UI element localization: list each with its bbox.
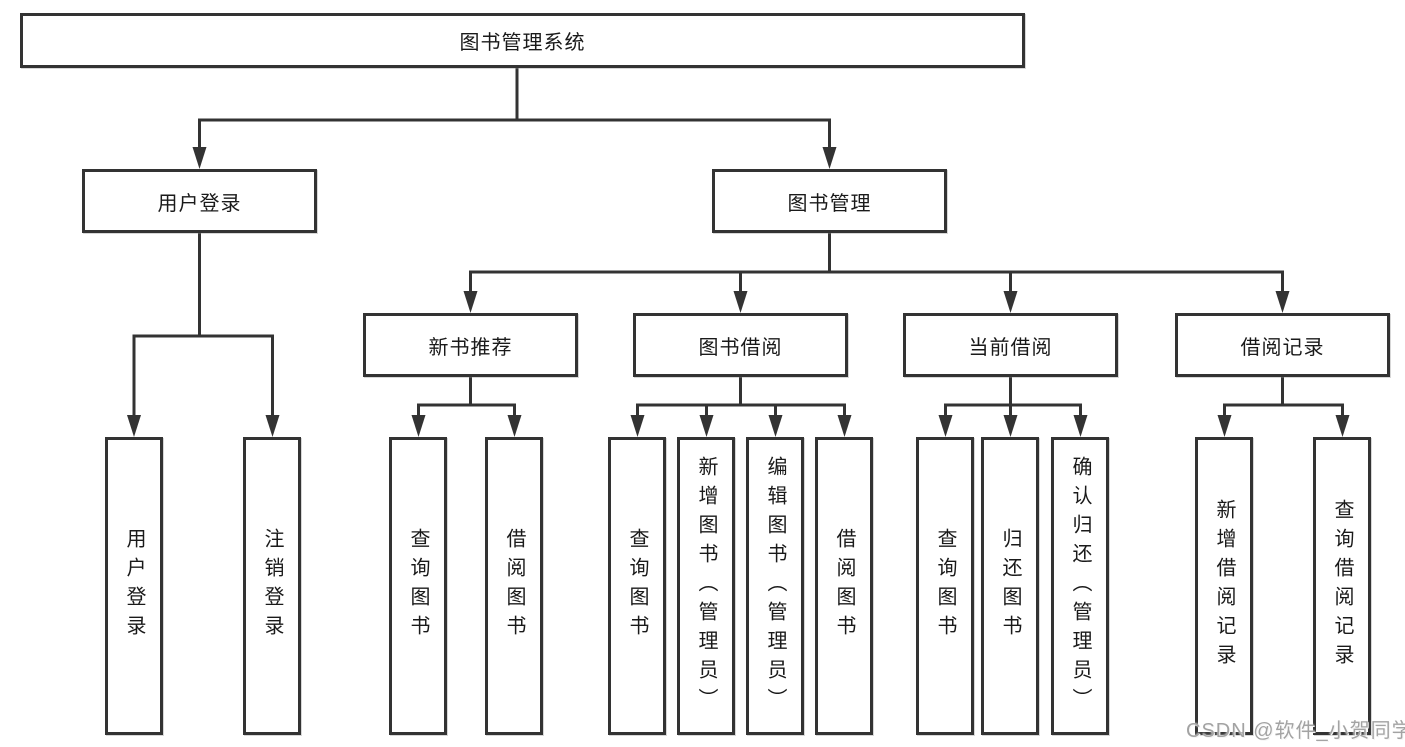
node-library-management-system: 图书管理系统 xyxy=(20,13,1025,68)
node-current-borrowing: 当前借阅 xyxy=(903,313,1118,377)
node-book-management: 图书管理 xyxy=(712,169,947,233)
node-book-borrowing: 图书借阅 xyxy=(633,313,848,377)
edge-user-login-to-leaves xyxy=(127,231,280,437)
leaf-label: 归还图书 xyxy=(999,528,1021,644)
node-label: 图书管理系统 xyxy=(459,32,586,54)
leaf-label: 编辑图书（管理员） xyxy=(764,455,786,717)
node-user-login: 用户登录 xyxy=(82,169,317,233)
leaf-borrow-books: 借阅图书 xyxy=(815,437,873,735)
edge-borrowing-records-to-leaves xyxy=(1217,375,1350,437)
leaf-user-login: 用户登录 xyxy=(105,437,163,735)
leaf-label: 用户登录 xyxy=(123,528,145,644)
edge-root-to-level2 xyxy=(192,66,837,169)
leaf-query-books-current: 查询图书 xyxy=(916,437,974,735)
leaf-label: 新增图书（管理员） xyxy=(695,455,717,717)
node-label: 图书管理 xyxy=(787,192,872,215)
node-label: 当前借阅 xyxy=(968,336,1053,359)
edge-new-book-recommend-to-leaves xyxy=(411,375,522,437)
leaf-add-borrow-record: 新增借阅记录 xyxy=(1195,437,1253,735)
leaf-confirm-return-admin: 确认归还（管理员） xyxy=(1051,437,1109,735)
node-label: 借阅记录 xyxy=(1240,336,1325,359)
leaf-label: 查询图书 xyxy=(934,528,956,644)
csdn-watermark: CSDN @软件_小贺同学 xyxy=(1186,720,1405,742)
leaf-label: 新增借阅记录 xyxy=(1213,499,1235,673)
leaf-query-books-borrowing: 查询图书 xyxy=(608,437,666,735)
leaf-label: 注销登录 xyxy=(261,528,283,644)
leaf-borrow-books-recommend: 借阅图书 xyxy=(485,437,543,735)
edge-book-borrowing-to-leaves xyxy=(630,375,852,437)
leaf-query-borrow-record: 查询借阅记录 xyxy=(1313,437,1371,735)
leaf-edit-books-admin: 编辑图书（管理员） xyxy=(746,437,804,735)
node-borrowing-records: 借阅记录 xyxy=(1175,313,1390,377)
node-new-book-recommend: 新书推荐 xyxy=(363,313,578,377)
edge-book-management-to-level3 xyxy=(463,231,1290,313)
leaf-label: 确认归还（管理员） xyxy=(1069,455,1091,717)
leaf-label: 查询图书 xyxy=(626,528,648,644)
node-label: 图书借阅 xyxy=(698,336,783,359)
leaf-logout: 注销登录 xyxy=(243,437,301,735)
leaf-label: 借阅图书 xyxy=(833,528,855,644)
leaf-query-books-recommend: 查询图书 xyxy=(389,437,447,735)
leaf-return-books: 归还图书 xyxy=(981,437,1039,735)
edge-current-borrowing-to-leaves xyxy=(938,375,1088,437)
leaf-label: 查询图书 xyxy=(407,528,429,644)
node-label: 新书推荐 xyxy=(428,336,513,359)
leaf-label: 借阅图书 xyxy=(503,528,525,644)
node-label: 用户登录 xyxy=(157,192,242,215)
leaf-add-books-admin: 新增图书（管理员） xyxy=(677,437,735,735)
leaf-label: 查询借阅记录 xyxy=(1331,499,1353,673)
